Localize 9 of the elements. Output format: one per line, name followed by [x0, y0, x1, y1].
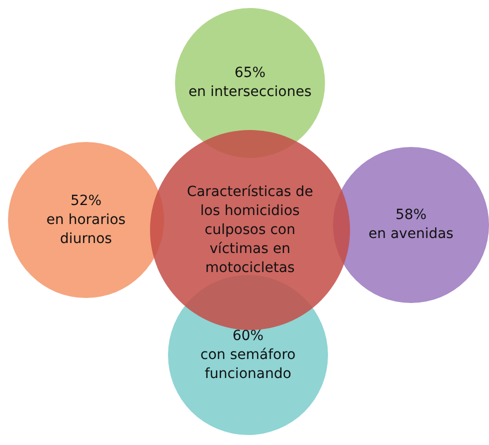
description-text: en intersecciones: [188, 83, 312, 102]
title-text: Características de los homicidios culposos con víctimas en motocicletas: [186, 182, 314, 278]
value-text: 65%: [234, 64, 266, 83]
value-text: 60%: [232, 326, 264, 346]
description-text: en horarios diurnos: [45, 210, 127, 248]
description-text: en avenidas: [368, 225, 454, 244]
value-text: 52%: [70, 192, 102, 210]
value-text: 58%: [395, 206, 427, 225]
description-text: con semáforo funcionando: [199, 346, 297, 384]
